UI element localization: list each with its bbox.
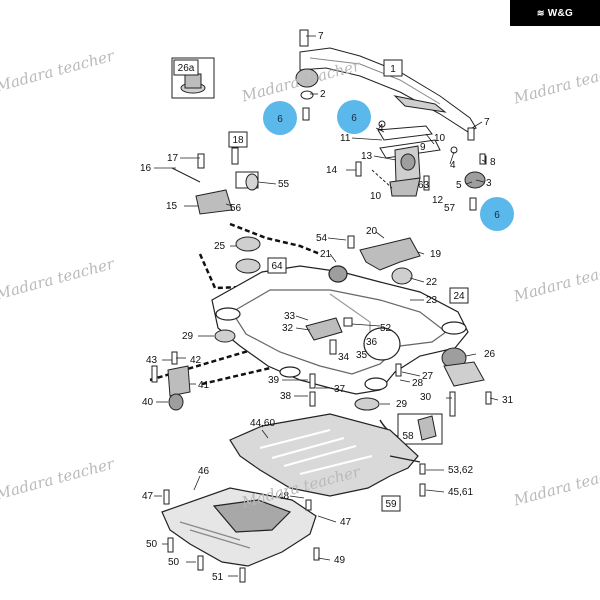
lower-shield [162, 488, 316, 566]
callout-10: 10 [370, 191, 382, 202]
callout-5: 5 [456, 180, 462, 191]
callout-53-62: 53,62 [448, 465, 473, 476]
callout-7: 7 [484, 117, 490, 128]
callout-10: 10 [434, 133, 446, 144]
box-label-26a: 26a [178, 63, 195, 74]
callout-23: 23 [426, 295, 438, 306]
callout-52: 52 [380, 323, 392, 334]
callout-46: 46 [198, 466, 210, 477]
callout-8: 8 [490, 157, 496, 168]
callout-41: 41 [198, 380, 210, 391]
callout-13: 13 [361, 151, 373, 162]
callout-3: 3 [486, 178, 492, 189]
box-label-64: 64 [271, 261, 283, 272]
callout-63: 63 [418, 180, 430, 191]
callout-35: 35 [356, 350, 368, 361]
callout-57: 57 [444, 203, 456, 214]
callout-25: 25 [214, 241, 226, 252]
callout-27: 27 [422, 371, 434, 382]
callout-44-60: 44,60 [250, 418, 275, 429]
callout-20: 20 [366, 226, 378, 237]
callout-40: 40 [142, 397, 154, 408]
bracket-41 [152, 352, 190, 410]
callout-47: 47 [142, 491, 154, 502]
callout-37: 37 [334, 384, 346, 395]
callout-54: 54 [316, 233, 328, 244]
box-label-24: 24 [453, 291, 465, 302]
callout-43: 43 [146, 355, 158, 366]
callout-30: 30 [420, 392, 432, 403]
callout-36: 36 [366, 337, 378, 348]
callout-51: 51 [212, 572, 224, 583]
callout-19: 19 [430, 249, 442, 260]
callout-4: 4 [378, 123, 384, 134]
box-label-58: 58 [402, 431, 414, 442]
box-label-59: 59 [385, 499, 397, 510]
callout-38: 38 [280, 391, 292, 402]
callout-17: 17 [167, 153, 179, 164]
callout-45-61: 45,61 [448, 487, 473, 498]
callout-22: 22 [426, 277, 438, 288]
engine-mount-13 [372, 146, 420, 196]
highlight-label: 6 [494, 210, 500, 221]
callout-7: 7 [318, 31, 324, 42]
callout-2: 2 [320, 89, 326, 100]
callout-47: 47 [340, 517, 352, 528]
callout-49: 49 [334, 555, 346, 566]
callout-4: 4 [450, 160, 456, 171]
callout-34: 34 [338, 352, 350, 363]
wifi-wave-icon: ≋ [537, 8, 545, 19]
bushing-25 [236, 237, 260, 273]
callout-32: 32 [282, 323, 294, 334]
callout-16: 16 [140, 163, 152, 174]
brand-logo: ≋ W&G [510, 0, 600, 26]
callout-9: 9 [420, 142, 426, 153]
callout-31: 31 [502, 395, 514, 406]
callout-12: 12 [432, 195, 444, 206]
callout-21: 21 [320, 249, 332, 260]
callout-15: 15 [166, 201, 178, 212]
box-label-1: 1 [390, 64, 396, 75]
callout-56: 56 [230, 203, 242, 214]
mount-3 [465, 128, 486, 210]
callout-29: 29 [182, 331, 194, 342]
brand-logo-text: W&G [548, 8, 573, 19]
callout-50: 50 [168, 557, 180, 568]
highlight-label: 6 [351, 113, 357, 124]
callout-11: 11 [340, 133, 351, 144]
callout-26: 26 [484, 349, 496, 360]
box-label-18: 18 [232, 135, 244, 146]
callout-42: 42 [190, 355, 202, 366]
callout-55: 55 [278, 179, 290, 190]
highlight-label: 6 [277, 114, 283, 125]
callout-33: 33 [284, 311, 296, 322]
callout-28: 28 [412, 378, 424, 389]
callout-14: 14 [326, 165, 338, 176]
callout-39: 39 [268, 375, 280, 386]
callout-50: 50 [146, 539, 158, 550]
callout-29: 29 [396, 399, 408, 410]
